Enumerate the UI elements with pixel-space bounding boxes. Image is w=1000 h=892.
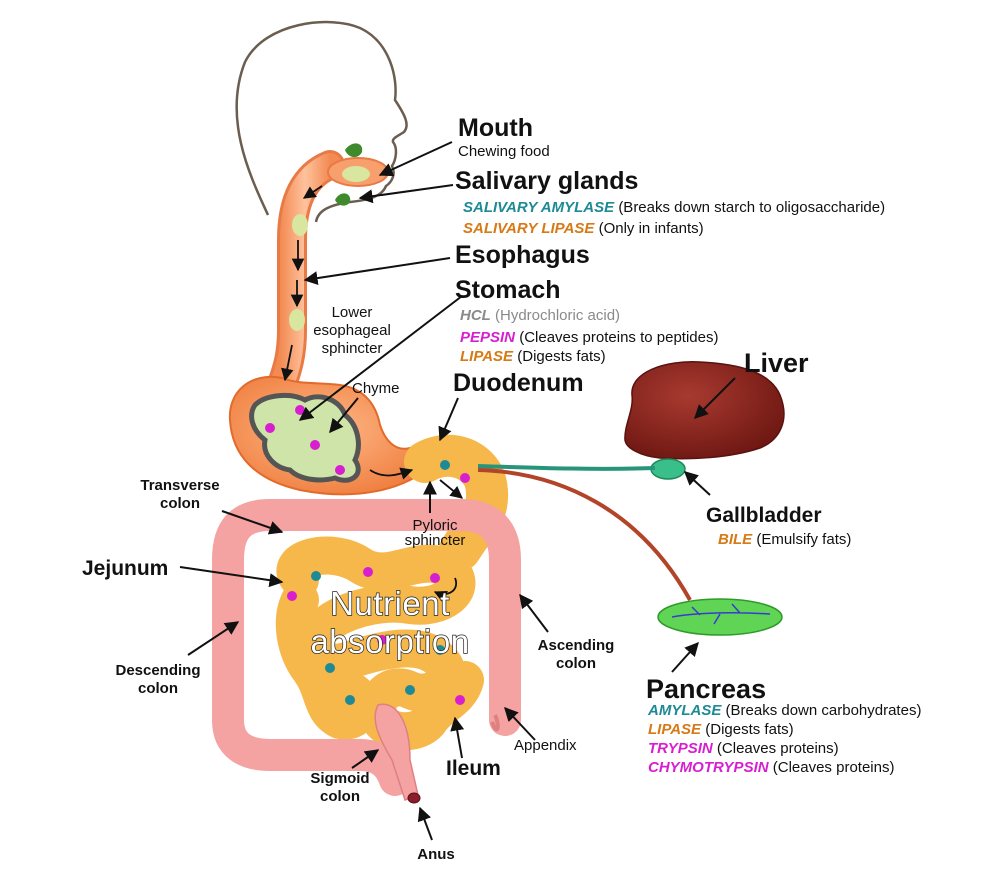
label-line: Ascending [537,637,615,654]
salivary-enzyme-row: SALIVARY AMYLASE (Breaks down starch to … [463,199,885,217]
enzyme-name: BILE [718,531,753,548]
stomach-enzyme-row: LIPASE (Digests fats) [460,348,606,366]
label-line: colon [320,788,360,805]
esophagus-title: Esophagus [455,241,590,269]
chyme-shape [249,392,361,483]
gallbladder-enzyme-row: BILE (Emulsify fats) [718,531,851,549]
anus-label: Anus [417,846,455,863]
salivary-title: Salivary glands [455,167,639,195]
pancreas-title: Pancreas [646,674,767,704]
label-line: esophageal [313,322,391,339]
enzyme-desc: (Cleaves proteins) [772,759,895,776]
stomach-enzyme-row: PEPSIN (Cleaves proteins to peptides) [460,329,718,347]
salivary-enzyme-row: SALIVARY LIPASE (Only in infants) [463,220,704,238]
label-line: Sigmoid [310,770,370,787]
enzyme-name: PEPSIN [460,329,516,346]
stomach-enzyme-row: HCL (Hydrochloric acid) [460,307,620,325]
jejunum-title: Jejunum [82,557,169,580]
label-line: colon [160,495,200,512]
head-outline [235,20,408,223]
appendix-label: Appendix [514,737,577,754]
enzyme-desc: (Emulsify fats) [756,531,852,548]
nutrient-absorption-text: Nutrient absorption [290,584,490,661]
nutrient-dots [265,405,470,705]
descending-colon-label: Descending colon [103,662,213,698]
enzyme-name: SALIVARY LIPASE [463,220,595,237]
gallbladder-shape [650,458,686,480]
liver-title: Liver [744,348,809,378]
nutrient-line: Nutrient [330,584,450,622]
gallbladder-title: Gallbladder [706,504,822,527]
pyloric-sphincter-label: Pyloric sphincter [398,518,472,548]
enzyme-desc: (Digests fats) [517,348,606,365]
mouth-title: Mouth [458,114,533,142]
enzyme-name: SALIVARY AMYLASE [463,199,615,216]
enzyme-name: LIPASE [460,348,514,365]
enzyme-desc: (Only in infants) [598,220,704,237]
enzyme-name: LIPASE [648,721,702,738]
transverse-colon-label: Transverse colon [128,477,232,513]
chyme-label: Chyme [352,380,400,397]
label-line: sphincter [404,532,466,549]
enzyme-name: CHYMOTRYPSIN [648,759,769,776]
enzyme-desc: (Cleaves proteins) [716,740,839,757]
label-line: Descending [115,662,201,679]
enzyme-name: AMYLASE [648,702,722,719]
label-line: Pyloric [412,517,458,534]
mouth-desc: Chewing food [458,143,550,160]
absorption-line: absorption [310,622,470,660]
label-line: colon [138,680,178,697]
enzyme-name: TRYPSIN [648,740,713,757]
stomach-title: Stomach [455,276,561,304]
enzyme-desc: (Cleaves proteins to peptides) [519,329,719,346]
label-line: colon [556,655,596,672]
pancreas-shape [657,598,783,636]
pancreas-enzyme-row: CHYMOTRYPSIN (Cleaves proteins) [648,759,894,777]
ileum-title: Ileum [446,757,501,780]
enzyme-desc: (Hydrochloric acid) [495,307,621,324]
ascending-colon-label: Ascending colon [526,637,626,673]
enzyme-desc: (Breaks down carbohydrates) [725,702,922,719]
pancreas-enzyme-row: LIPASE (Digests fats) [648,721,794,739]
enzyme-desc: (Digests fats) [705,721,794,738]
label-line: Lower [331,304,373,321]
duodenum-title: Duodenum [453,369,584,397]
enzyme-name: HCL [460,307,491,324]
lower-esophageal-sphincter-label: Lower esophageal sphincter [302,304,402,358]
enzyme-desc: (Breaks down starch to oligosaccharide) [618,199,886,216]
pancreas-enzyme-row: AMYLASE (Breaks down carbohydrates) [648,702,921,720]
sigmoid-colon-label: Sigmoid colon [300,770,380,806]
label-line: sphincter [321,340,383,357]
pancreas-enzyme-row: TRYPSIN (Cleaves proteins) [648,740,839,758]
label-line: Transverse [140,477,220,494]
